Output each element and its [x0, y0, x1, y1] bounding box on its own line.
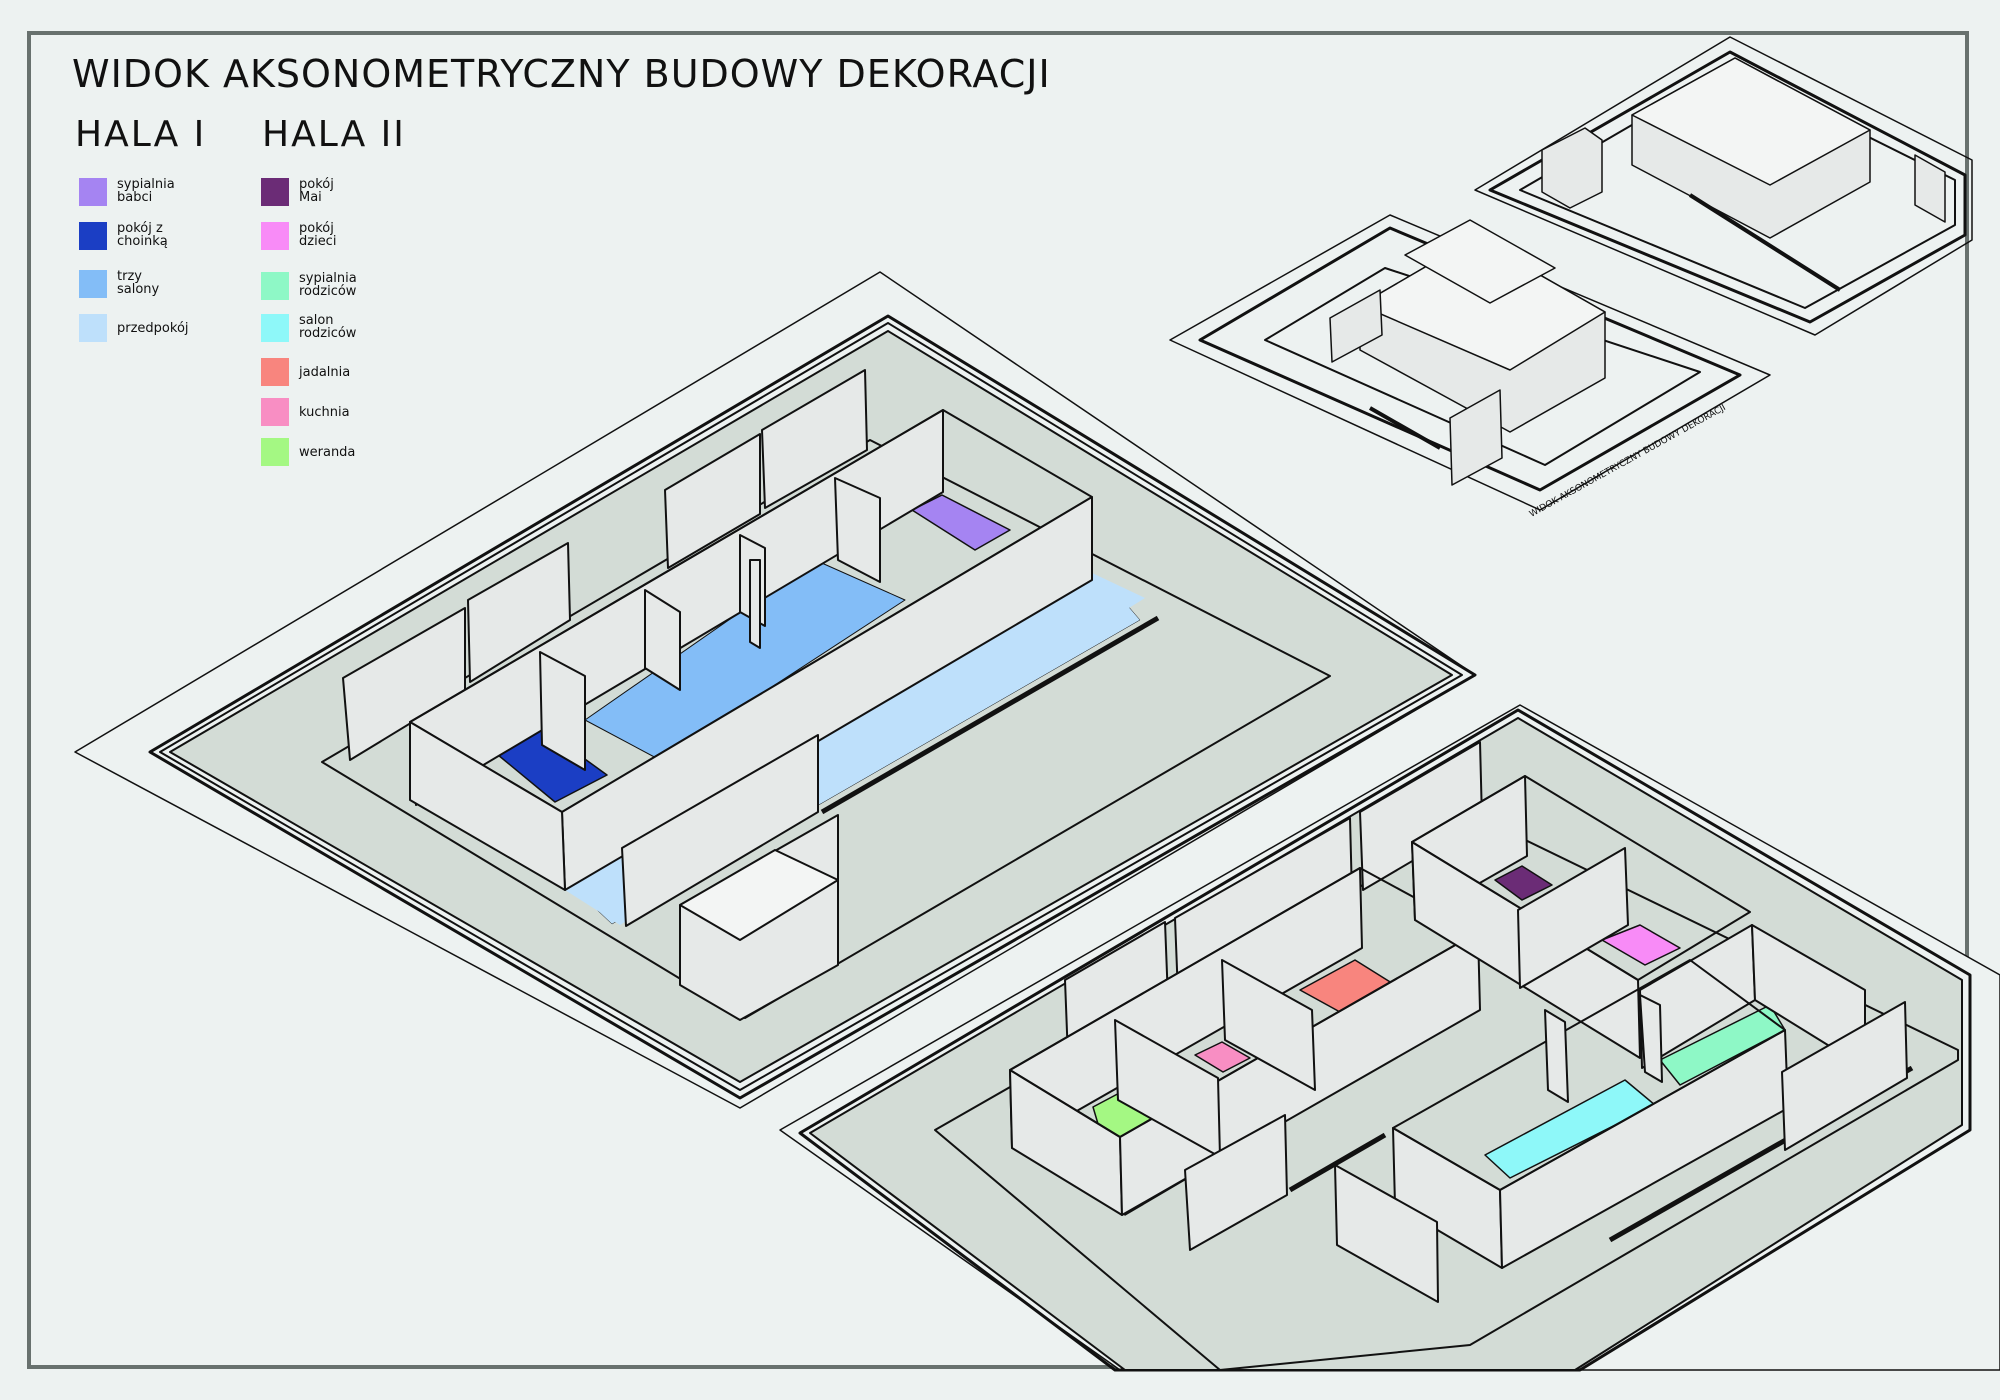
hall-2-children-floor	[1601, 924, 1681, 966]
inset-building-2-top	[1631, 57, 1871, 186]
legend-label: sypialnia rodziców	[299, 271, 357, 299]
legend-swatch	[261, 438, 289, 466]
hall-1-grandma-floor	[911, 494, 1011, 551]
inset-ground-2	[1474, 36, 1973, 336]
inset-building-2b	[1541, 127, 1603, 209]
inset-panel-3	[1914, 154, 1946, 223]
hall-1-partition-d	[834, 477, 881, 583]
hall-1-frame-outer	[148, 314, 1477, 1100]
hall-1-small-box-top	[679, 849, 839, 941]
legend-swatch	[79, 178, 107, 206]
legend-label: kuchnia	[299, 405, 350, 420]
legend-label: pokój dzieci	[299, 221, 337, 249]
hall-2-kitchen-floor	[1194, 1041, 1251, 1073]
legend-swatch	[79, 314, 107, 342]
legend-label: pokój Mai	[299, 177, 334, 205]
legend-item-veranda: weranda	[261, 438, 451, 468]
hall-1-back-wall-3	[664, 433, 761, 569]
inset-track-2	[1369, 406, 1441, 450]
hall-1-back-wall-2	[467, 542, 571, 683]
hall-1-partition-b	[644, 589, 681, 691]
inset-panel-1	[1329, 289, 1383, 363]
hall-2-lower-box-back	[1392, 959, 1786, 1191]
hall-2-right-panel	[1781, 1001, 1908, 1151]
hall-1-frame-mid	[159, 322, 1463, 1091]
hall-1-back-wall-4	[761, 369, 868, 509]
hall-1-track	[820, 615, 1160, 815]
legend-swatch	[261, 314, 289, 342]
hall-1-partition-a	[539, 651, 586, 771]
hall-2-left-partition-1	[1221, 959, 1316, 1091]
hall-1-partition-e	[749, 559, 761, 649]
legend-swatch	[261, 398, 289, 426]
legend-swatch	[79, 222, 107, 250]
legend-item-children-room: pokój dzieci	[261, 222, 451, 252]
inset-building-1b	[1404, 219, 1556, 304]
legend-item-christmas-tree-room: pokój z choinką	[79, 222, 269, 252]
legend-item-dining-room: jadalnia	[261, 358, 451, 388]
hall-2-heading: HALA II	[262, 114, 406, 155]
legend-item-parents-living-room: salon rodziców	[261, 314, 451, 344]
legend-label: pokój z choinką	[117, 221, 168, 249]
hall-2-front-wall-1	[1184, 1114, 1288, 1251]
legend-label: sypialnia babci	[117, 177, 175, 205]
inset-track-1	[1688, 193, 1842, 292]
legend-label: salon rodziców	[299, 313, 357, 341]
drawing-sheet	[27, 31, 1969, 1369]
legend-item-grandma-bedroom: sypialnia babci	[79, 178, 269, 208]
legend-item-kitchen: kuchnia	[261, 398, 451, 428]
legend-swatch	[261, 222, 289, 250]
legend-item-three-living-rooms: trzy salony	[79, 270, 269, 300]
drawing-title: WIDOK AKSONOMETRYCZNY BUDOWY DEKORACJI	[72, 52, 1051, 96]
hall-2-frame-outer	[798, 708, 1972, 1372]
hall-2-track-2	[1288, 1132, 1387, 1193]
legend-label: trzy salony	[117, 269, 160, 297]
inset-ground-1	[1169, 214, 1771, 511]
hall-1-front-wall-1	[621, 734, 819, 927]
legend-swatch	[79, 270, 107, 298]
inset-stage-2	[1488, 50, 1967, 324]
hall-2-right-partition	[1517, 847, 1629, 989]
hall-2-mai-floor	[1494, 865, 1553, 901]
legend-item-hallway: przedpokój	[79, 314, 269, 344]
legend-item-mai-room: pokój Mai	[261, 178, 451, 208]
inset-panel-2	[1449, 389, 1503, 486]
hall-1-box-side-wall	[409, 721, 566, 891]
hall-1-heading: HALA I	[75, 114, 207, 155]
legend-label: weranda	[299, 445, 356, 460]
hall-2-front-panel	[1334, 1164, 1439, 1303]
legend-item-parents-bedroom: sypialnia rodziców	[261, 272, 451, 302]
legend-swatch	[261, 272, 289, 300]
legend-swatch	[261, 178, 289, 206]
hall-2-lower-partition-1	[1544, 1009, 1569, 1103]
hall-2-lower-partition-2	[1639, 994, 1663, 1083]
legend-swatch	[261, 358, 289, 386]
legend-label: przedpokój	[117, 321, 189, 336]
legend-label: jadalnia	[299, 365, 351, 380]
